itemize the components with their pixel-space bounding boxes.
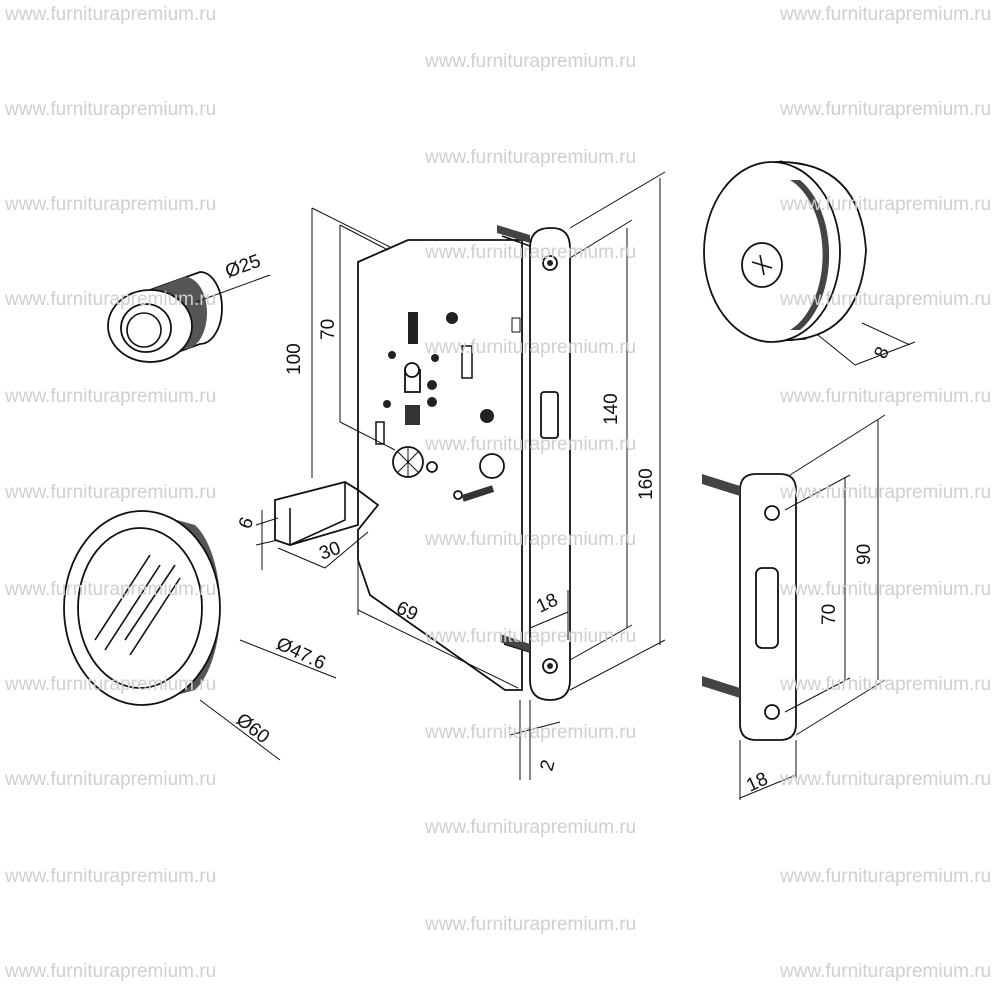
lock-body: [274, 239, 523, 691]
dim-2: 2: [537, 758, 560, 774]
dim-cylinder-diameter: Ø25: [223, 251, 264, 283]
dim-30: 30: [317, 538, 344, 565]
dim-70-strike: 70: [819, 604, 840, 625]
flush-handle: [63, 510, 221, 706]
cylinder-knob: [107, 271, 223, 364]
dim-100: 100: [284, 343, 305, 375]
dim-handle-inner: Ø47.6: [273, 633, 329, 674]
dim-160: 160: [636, 468, 657, 500]
strike-plate: [702, 473, 797, 741]
dim-140: 140: [601, 393, 622, 425]
dim-handle-outer: Ø60: [232, 709, 273, 748]
faceplate: [497, 225, 571, 701]
round-knob: [703, 160, 867, 343]
dim-8: 8: [870, 344, 894, 362]
dim-70: 70: [318, 319, 339, 340]
dim-18-strike: 18: [743, 769, 771, 797]
dim-6: 6: [235, 515, 258, 532]
dimension-lines: [195, 171, 916, 800]
dim-90: 90: [854, 544, 875, 565]
